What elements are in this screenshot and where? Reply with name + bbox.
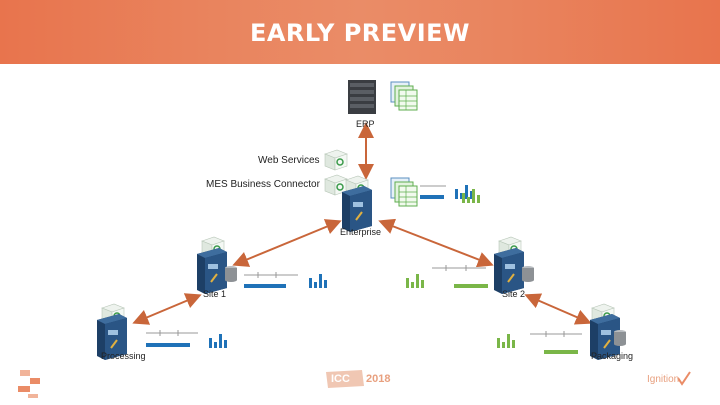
site2-slider-icon [432, 265, 488, 288]
site1-server-icon [196, 247, 228, 295]
event-logo-text: ICC [331, 373, 350, 385]
packaging-label: Packaging [591, 351, 634, 361]
site1-chart-icon [309, 274, 327, 288]
enterprise-spreadsheet-icon [390, 177, 418, 207]
connector-site1-processing [132, 293, 202, 325]
processing-slider-icon [146, 330, 198, 347]
erp-server-icon [348, 80, 376, 114]
connector-enterprise-site1 [232, 219, 342, 267]
erp-label: ERP [356, 119, 375, 129]
brand-logo-text: Ignition [647, 374, 680, 385]
packaging-chart-icon [497, 334, 515, 348]
event-year: 2018 [366, 373, 391, 385]
site2-server-icon [493, 247, 525, 295]
site1-slider-icon [244, 272, 298, 288]
packaging-slider-icon [530, 331, 582, 354]
packaging-database-icon [614, 330, 626, 346]
site2-database-icon [522, 266, 534, 282]
web-services-label: Web Services [258, 155, 320, 166]
corner-logo-icon [18, 370, 40, 398]
mes-connector-label: MES Business Connector [206, 179, 320, 190]
connector-enterprise-site2 [378, 218, 494, 268]
processing-chart-icon [209, 334, 227, 348]
enterprise-server-icon [341, 185, 373, 233]
enterprise-slider-icon [420, 185, 446, 199]
web-services-icon [324, 149, 348, 171]
site2-label: Site 2 [502, 289, 526, 299]
processing-label: Processing [101, 351, 146, 361]
ignition-check-icon [677, 371, 691, 386]
banner-title: EARLY PREVIEW [249, 19, 471, 47]
icc-logo-icon [326, 370, 364, 388]
connector-site2-packaging [524, 293, 592, 325]
header-banner: EARLY PREVIEW [0, 0, 720, 64]
site1-label: Site 1 [203, 289, 227, 299]
erp-spreadsheet-icon [390, 81, 418, 111]
site1-database-icon [225, 266, 237, 282]
enterprise-label: Enterprise [340, 227, 382, 237]
site2-chart-icon [406, 274, 424, 288]
